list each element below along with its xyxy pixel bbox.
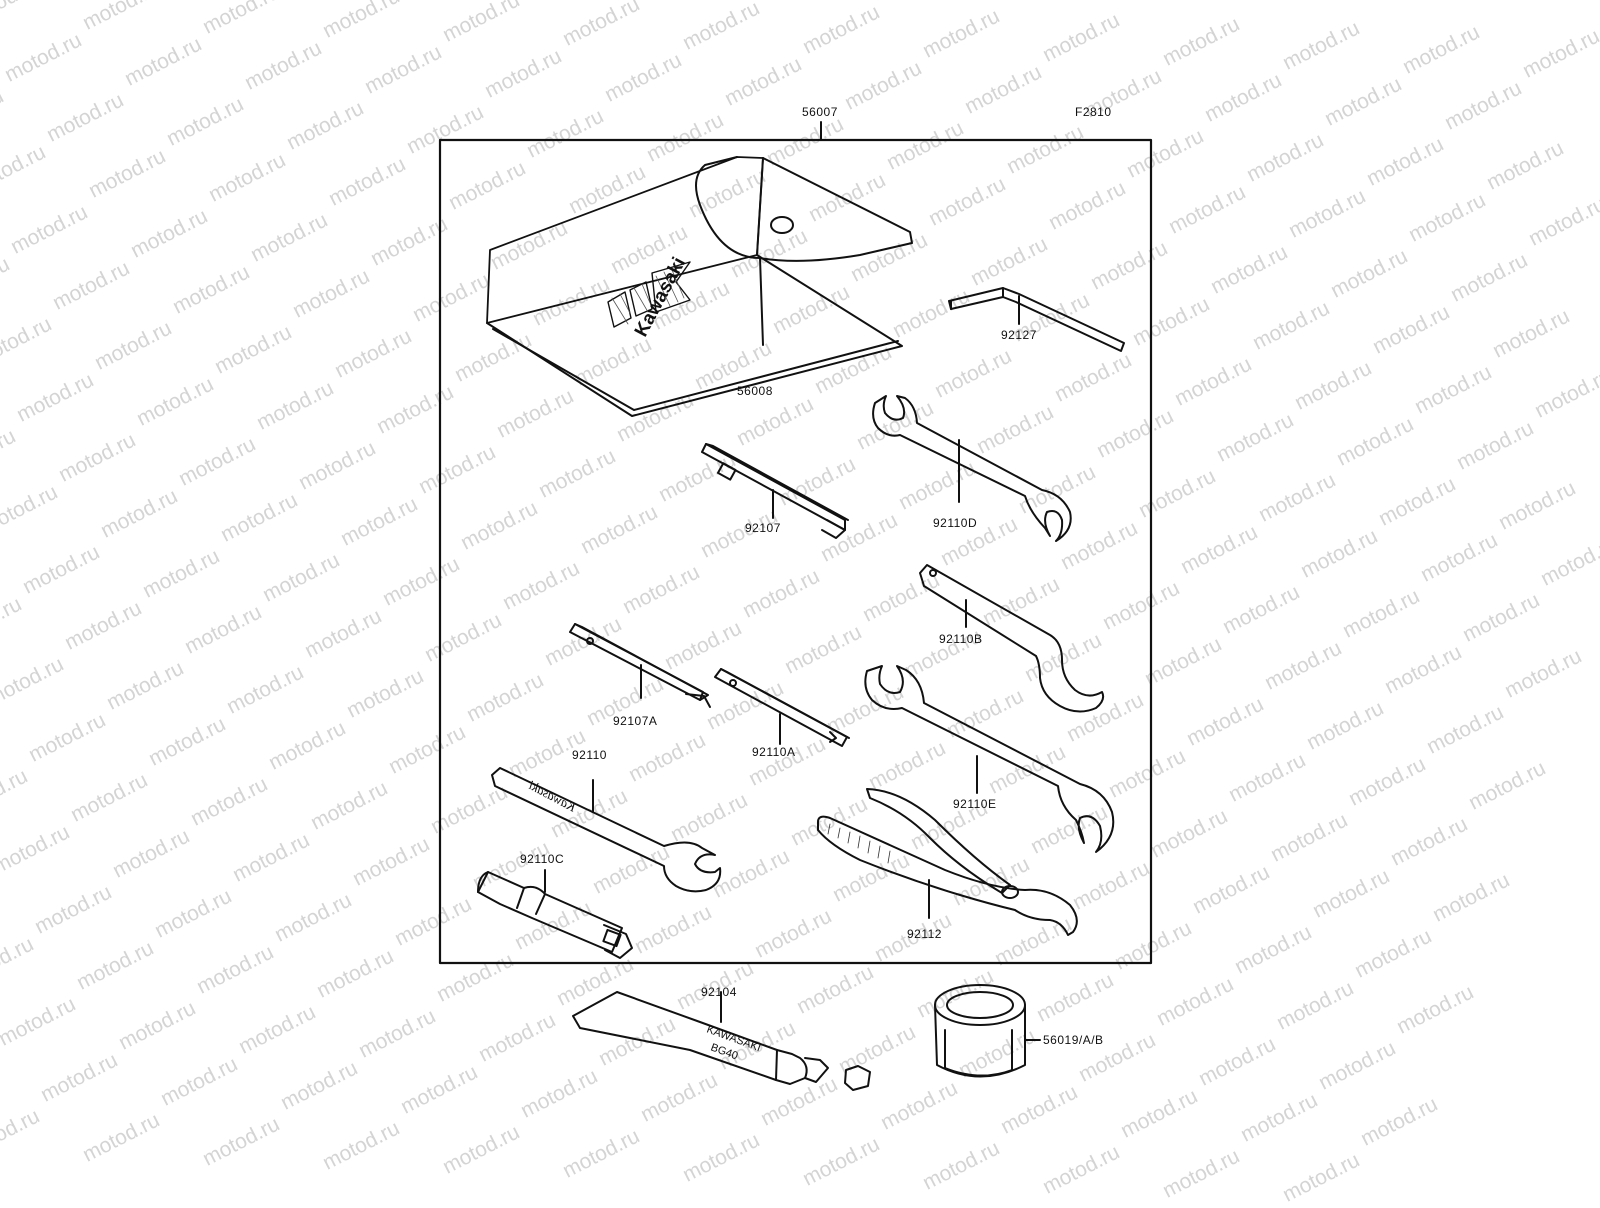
label-92110: 92110 [572,748,607,762]
label-92110e: 92110E [953,797,997,811]
flat-wrench-drawing [714,668,850,747]
label-figure-code: F2810 [1075,105,1112,119]
label-92127: 92127 [1001,328,1037,342]
wrench-92110d-drawing [872,395,1072,542]
tool-case-drawing [486,156,913,417]
grease-tube-drawing [572,991,871,1091]
screwdriver-grip-drawing [701,443,849,539]
wrench-92110-drawing [491,767,722,893]
label-92110a: 92110A [752,745,796,759]
label-92110d: 92110D [933,516,978,530]
kit-frame [438,138,1153,965]
plug-socket-drawing [477,869,633,959]
label-56008: 56008 [737,384,773,398]
wrench-92110e-drawing [864,665,1115,853]
label-92110c: 92110C [520,852,565,866]
pliers-drawing [817,788,1078,936]
screwdriver-bit-drawing [569,623,711,708]
label-56007: 56007 [802,105,838,119]
label-92112: 92112 [907,927,942,941]
hex-key-drawing [948,287,1125,352]
label-92110b: 92110B [939,632,983,646]
grease-can-drawing [934,984,1041,1078]
hook-wrench-drawing [919,564,1105,713]
label-56019: 56019/A/B [1043,1033,1104,1047]
wrench-engraving-text: Kawasaki [526,777,580,815]
label-92104: 92104 [701,985,737,999]
label-92107: 92107 [745,521,781,535]
label-92107a: 92107A [613,714,658,728]
